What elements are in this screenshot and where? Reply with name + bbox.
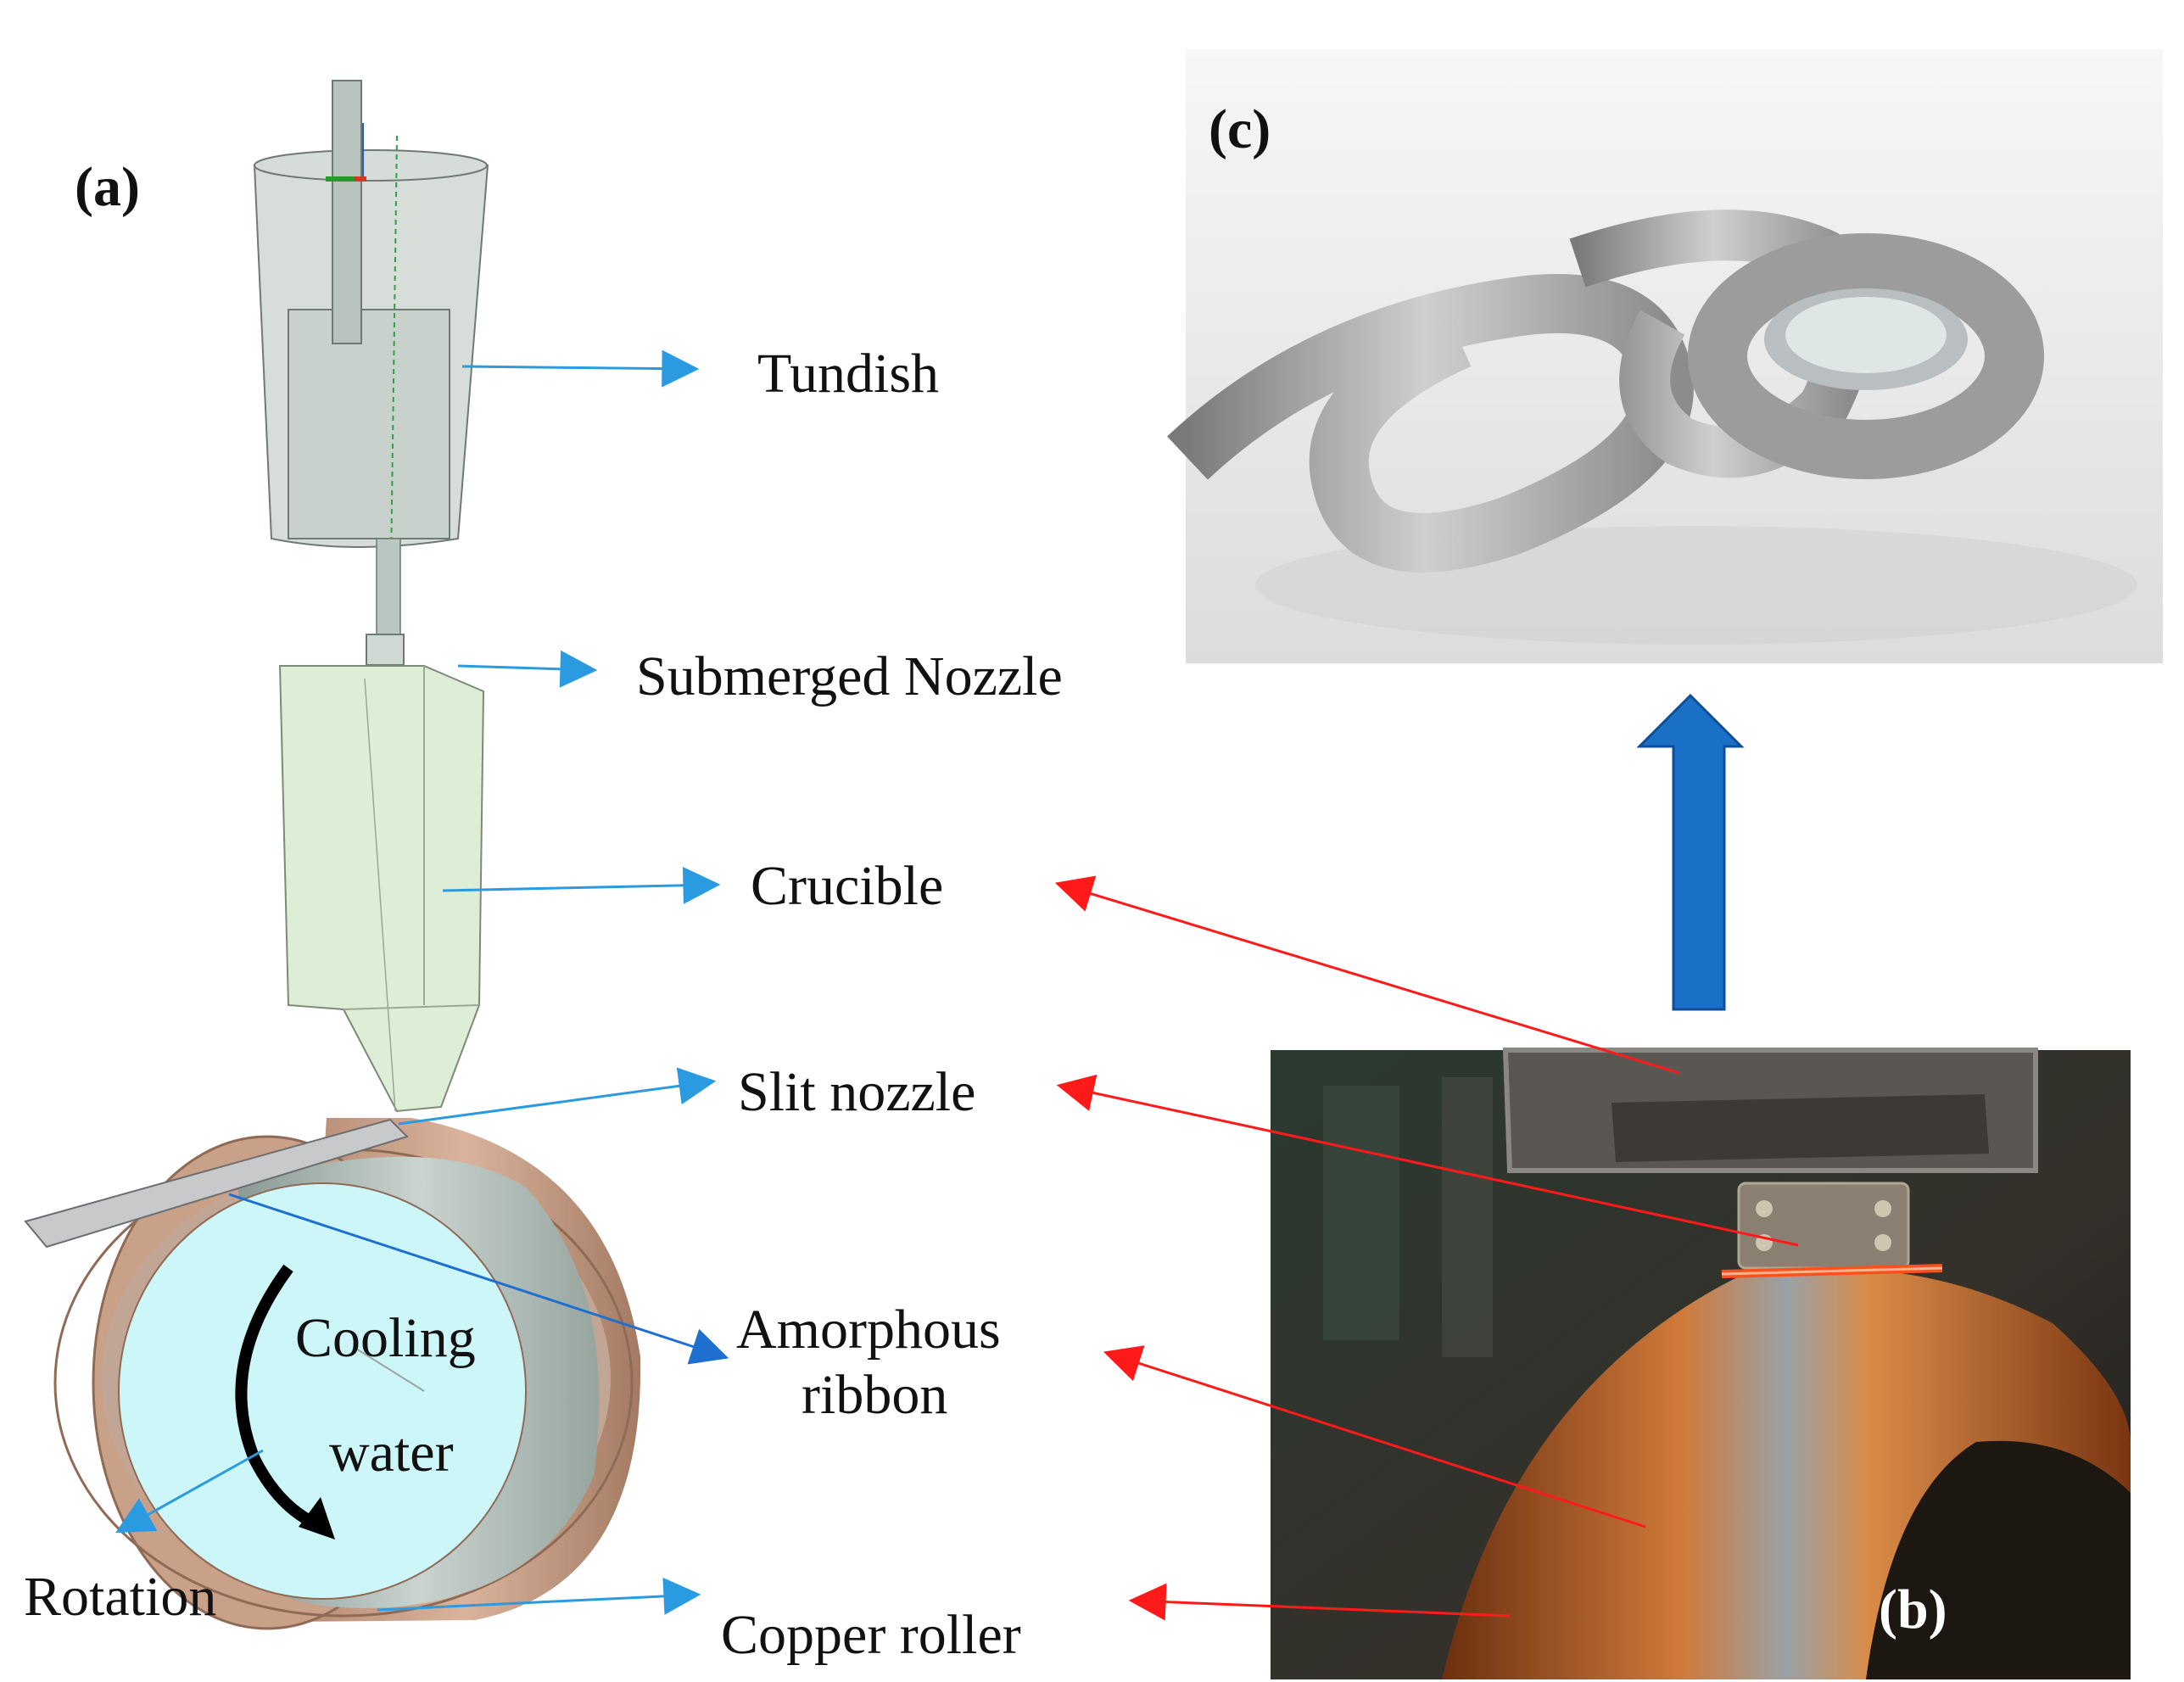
panel-label-c: (c) (1209, 98, 1271, 160)
crucible-red-pointer (1054, 875, 1680, 1075)
submerged-nozzle (366, 538, 405, 666)
label-water: water (329, 1422, 454, 1484)
red-pointer-arrows (1054, 875, 1799, 1621)
rotation-arrowhead (299, 1497, 335, 1540)
slit-nozzle-pointer (398, 1067, 717, 1126)
label-submerged-nozzle: Submerged Nozzle (636, 645, 1063, 707)
cooling-indicator (355, 1348, 425, 1392)
label-tundish: Tundish (757, 343, 940, 405)
panel-label-a: (a) (75, 156, 140, 218)
schematic-apparatus (24, 80, 641, 1630)
blue-pointer-arrows (115, 349, 729, 1615)
label-crucible: Crucible (751, 855, 944, 917)
big-up-arrow (1636, 693, 1745, 1011)
label-amorphous-ribbon-line2: ribbon (802, 1364, 948, 1426)
label-rotation: Rotation (24, 1566, 217, 1628)
crucible-vessel (278, 665, 485, 1113)
label-copper-roller: Copper roller (721, 1604, 1021, 1666)
amorphous-ribbon-strip (24, 1118, 409, 1249)
photo-c-ribbon-coil (1167, 49, 2163, 663)
label-amorphous-ribbon-line1: Amorphous (736, 1299, 1001, 1361)
copper-roller (53, 1118, 641, 1630)
tundish-vessel (253, 80, 489, 629)
copper-roller-pointer (377, 1577, 701, 1615)
label-cooling: Cooling (295, 1307, 476, 1369)
rotation-pointer (115, 1449, 264, 1534)
submerged-nozzle-pointer (457, 650, 598, 688)
slit-nozzle-red-pointer (1056, 1074, 1799, 1247)
copper-roller-red-pointer (1128, 1583, 1511, 1621)
panel-label-b: (b) (1879, 1579, 1947, 1640)
crucible-pointer (442, 866, 721, 904)
amorphous-ribbon-red-pointer (1103, 1345, 1646, 1528)
tundish-pointer (461, 349, 700, 388)
rotation-arrow (235, 1264, 325, 1533)
amorphous-ribbon-pointer (228, 1193, 729, 1365)
label-slit-nozzle: Slit nozzle (738, 1061, 976, 1123)
photo-b-casting-wheel (1271, 1048, 2131, 1679)
